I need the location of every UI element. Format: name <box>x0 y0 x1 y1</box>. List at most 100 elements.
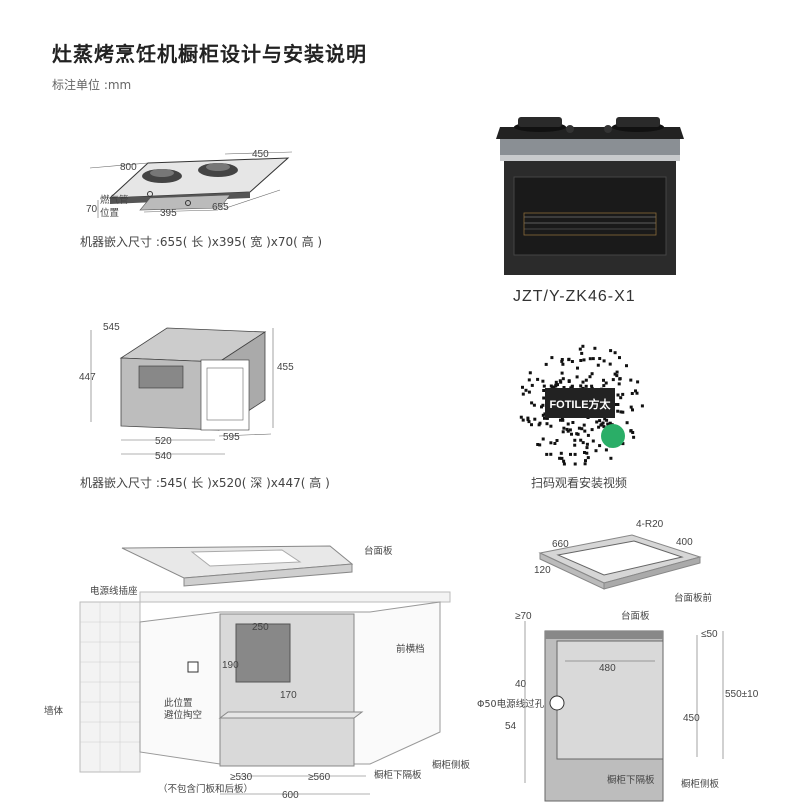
qr-dot <box>538 421 542 425</box>
oven-dim-540: 540 <box>155 451 172 462</box>
qr-dot <box>560 358 564 361</box>
cab-wall-label: 墙体 <box>44 705 64 717</box>
cut-dim-400: 400 <box>676 537 693 548</box>
qr-dot <box>521 418 525 422</box>
qr-dot <box>554 380 558 384</box>
cut-countertop-label: 台面板 <box>621 610 650 622</box>
qr-dot <box>634 389 637 393</box>
qr-dot <box>519 415 523 419</box>
qr-dot <box>616 409 620 413</box>
qr-dot <box>542 389 546 392</box>
qr-dot <box>561 362 565 366</box>
cut-dim-120: 120 <box>534 565 551 576</box>
qr-dot <box>597 425 601 429</box>
qr-dot <box>582 423 586 427</box>
qr-dot <box>562 462 566 466</box>
qr-dot <box>549 441 553 445</box>
qr-dot <box>573 443 577 447</box>
hob-dim-395: 395 <box>160 208 177 219</box>
qr-dot <box>545 452 549 456</box>
qr-dot <box>602 384 606 388</box>
qr-dot <box>590 372 594 376</box>
cab-dim-250: 250 <box>252 622 269 633</box>
cab-dim-530: ≥530 <box>230 772 253 783</box>
qr-dot <box>528 371 532 375</box>
qr-brand: FOTILE方太 <box>549 397 611 411</box>
qr-dot <box>566 429 570 433</box>
qr-dot <box>554 384 558 388</box>
qr-dot <box>621 410 625 414</box>
qr-dot <box>579 384 583 388</box>
hob-caption: 机器嵌入尺寸 :655( 长 )x395( 宽 )x70( 高 ) <box>80 235 323 249</box>
oven-dim-447: 447 <box>79 372 96 383</box>
qr-dot <box>617 382 621 386</box>
cab-reserved-label-2: 避位掏空 <box>164 709 202 721</box>
qr-dot <box>608 421 612 425</box>
qr-dot <box>601 421 605 425</box>
oven-dim-595: 595 <box>223 432 240 443</box>
qr-dot <box>580 427 584 431</box>
cut-dim-480: 480 <box>599 663 616 674</box>
qr-dot <box>613 372 617 376</box>
qr-dot <box>579 359 583 362</box>
qr-dot <box>560 359 564 363</box>
cab-excl-note: （不包含门板和后板） <box>158 783 253 795</box>
qr-dot <box>616 403 620 406</box>
qr-code[interactable]: FOTILE方太 <box>515 338 645 468</box>
qr-dot <box>555 439 559 442</box>
cab-reserved-label-1: 此位置 <box>164 697 193 709</box>
qr-dot <box>570 360 574 363</box>
qr-dot <box>559 451 563 455</box>
qr-dot <box>595 420 599 424</box>
qr-dot <box>545 422 549 426</box>
page-title: 灶蒸烤烹饪机橱柜设计与安装说明 <box>52 42 367 66</box>
cut-dim-50: ≤50 <box>701 629 718 640</box>
qr-dot <box>618 356 621 360</box>
qr-dot <box>559 418 562 422</box>
hob-dim-70: 70 <box>86 204 98 215</box>
qr-dot <box>553 442 557 445</box>
qr-dot <box>603 417 607 421</box>
cut-dim-550: 550±10 <box>725 689 759 700</box>
qr-dot <box>577 426 581 430</box>
qr-caption: 扫码观看安装视频 <box>531 476 628 490</box>
qr-dot <box>598 357 602 360</box>
qr-dot <box>583 429 587 433</box>
qr-dot <box>584 378 588 382</box>
qr-dot <box>585 451 589 455</box>
qr-dot <box>536 443 540 446</box>
cab-side-panel-label: 橱柜侧板 <box>432 759 471 771</box>
qr-dot <box>542 396 546 400</box>
qr-dot <box>584 459 587 463</box>
cut-dim-660: 660 <box>552 539 569 550</box>
qr-dot <box>566 422 570 426</box>
qr-dot <box>562 426 566 430</box>
qr-dot <box>570 432 573 436</box>
qr-dot <box>524 388 528 392</box>
qr-dot <box>640 404 644 408</box>
qr-dot <box>591 357 595 361</box>
qr-dot <box>561 418 565 422</box>
qr-dot <box>590 384 594 388</box>
cab-dim-190: 190 <box>222 660 239 671</box>
qr-dot <box>530 401 534 405</box>
qr-dot <box>521 385 524 389</box>
qr-dot <box>585 446 589 450</box>
qr-dot <box>629 429 633 433</box>
qr-dot <box>573 438 577 442</box>
qr-dot <box>616 393 620 397</box>
qr-dot <box>575 375 579 379</box>
qr-dot <box>527 390 531 394</box>
qr-dot <box>629 378 633 382</box>
oven-dim-455: 455 <box>277 362 294 373</box>
qr-dot <box>538 443 542 447</box>
qr-dot <box>614 403 618 406</box>
qr-dot <box>540 405 543 409</box>
qr-dot <box>636 380 640 384</box>
qr-dot <box>558 379 562 383</box>
qr-dot <box>573 462 577 466</box>
qr-dot <box>526 418 530 422</box>
qr-dot <box>609 349 613 353</box>
qr-dot <box>552 385 556 389</box>
qr-dot <box>609 456 613 460</box>
